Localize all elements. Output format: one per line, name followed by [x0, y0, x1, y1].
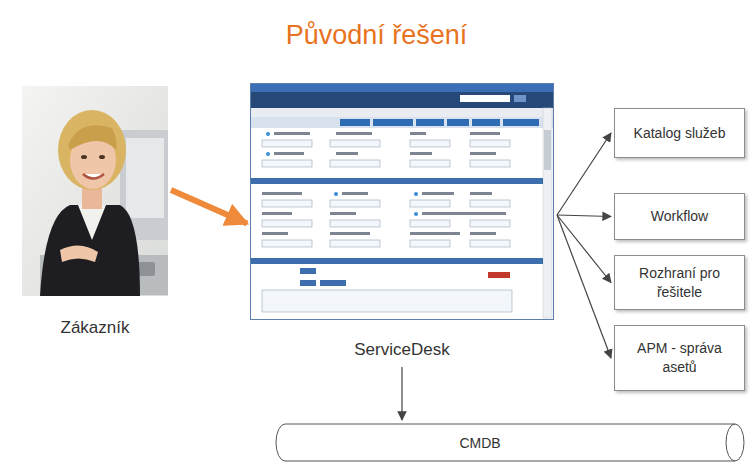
node-label: Katalog služeb	[634, 124, 726, 143]
module-box: APM - správa asetů	[614, 325, 745, 391]
flow-arrow	[557, 215, 611, 217]
module-box: Workflow	[614, 193, 745, 240]
flow-arrow	[401, 367, 402, 420]
flow-arrow	[557, 215, 611, 358]
flow-arrow	[171, 190, 247, 224]
servicedesk-screenshot	[251, 84, 554, 320]
node-label: APM - správa asetů	[623, 339, 736, 377]
customer-photo	[22, 86, 168, 296]
node-label: Workflow	[651, 207, 708, 226]
node-label: CMDB	[459, 435, 500, 451]
servicedesk-node: ServiceDesk	[250, 83, 554, 364]
module-box: Rozhraní pro řešitele	[614, 255, 745, 310]
module-box: Katalog služeb	[614, 108, 745, 158]
node-label: Rozhraní pro řešitele	[623, 264, 736, 302]
slide-title: Původní řešení	[0, 20, 753, 51]
flow-arrow	[557, 215, 611, 283]
cylinder-outline	[275, 423, 745, 462]
database-cylinder: CMDB	[275, 423, 745, 462]
node-label: Zákazník	[61, 318, 130, 342]
customer-node: Zákazník	[22, 80, 168, 342]
flow-arrow	[557, 133, 611, 215]
node-label: ServiceDesk	[354, 340, 449, 364]
